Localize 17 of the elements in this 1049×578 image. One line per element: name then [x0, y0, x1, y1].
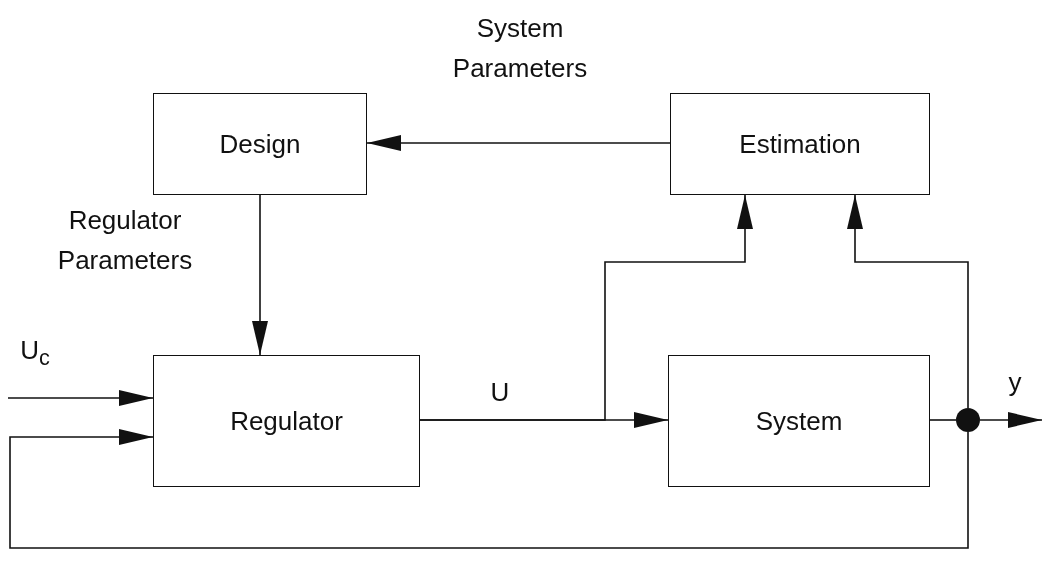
arrow: [366, 135, 671, 151]
arrow: [979, 412, 1043, 428]
arrow: [9, 429, 969, 549]
process-box: [153, 93, 367, 195]
process-box: [670, 93, 930, 195]
arrow: [847, 194, 969, 409]
arrow: [252, 194, 268, 356]
process-box: [153, 355, 420, 487]
arrow: [7, 390, 154, 406]
junction-dot: [956, 408, 980, 432]
node-label: Design: [219, 128, 301, 160]
node-label: System: [755, 405, 843, 437]
node-label: Estimation: [739, 128, 861, 160]
node-label: Regulator: [230, 405, 343, 437]
arrow: [419, 194, 753, 421]
process-box: [668, 355, 930, 487]
connector-line: [929, 419, 957, 421]
